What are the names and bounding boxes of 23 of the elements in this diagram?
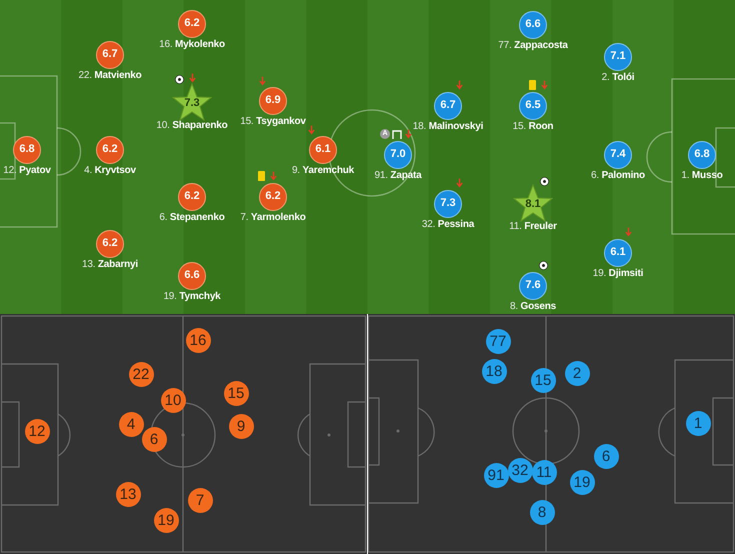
player-name: 77. Zappacosta xyxy=(498,40,568,52)
player-name: 1. Musso xyxy=(681,170,723,182)
player-name: 15. Tsygankov xyxy=(240,116,306,128)
player-name: 15. Roon xyxy=(512,121,554,133)
player-name: 22. Matvienko xyxy=(78,70,142,82)
player-name: 32. Pessina xyxy=(422,219,474,231)
player-name: 19. Djimsiti xyxy=(592,268,644,280)
player-name: 11. Freuler xyxy=(509,221,557,233)
player-name: 9. Yaremchuk xyxy=(292,165,354,177)
player-name: 19. Tymchyk xyxy=(163,291,221,303)
player-name: 18. Malinovskyi xyxy=(412,121,484,133)
player-name: 8. Gosens xyxy=(510,301,556,313)
player-name: 13. Zabarnyi xyxy=(82,259,138,271)
player-name: 4. Kryvtsov xyxy=(84,165,136,177)
player-name: 10. Shaparenko xyxy=(156,120,228,132)
player-name: 91. Zapata xyxy=(374,170,422,182)
player-name: 16. Mykolenko xyxy=(159,39,225,51)
player-name: 7. Yarmolenko xyxy=(240,212,306,224)
player-name: 6. Palomino xyxy=(591,170,645,182)
star-rating-marker: 8.1 xyxy=(513,184,553,222)
player-name: 6. Stepanenko xyxy=(159,212,225,224)
player-name: 12. Pyatov xyxy=(3,165,51,177)
player-name: 2. Tolói xyxy=(602,72,634,84)
